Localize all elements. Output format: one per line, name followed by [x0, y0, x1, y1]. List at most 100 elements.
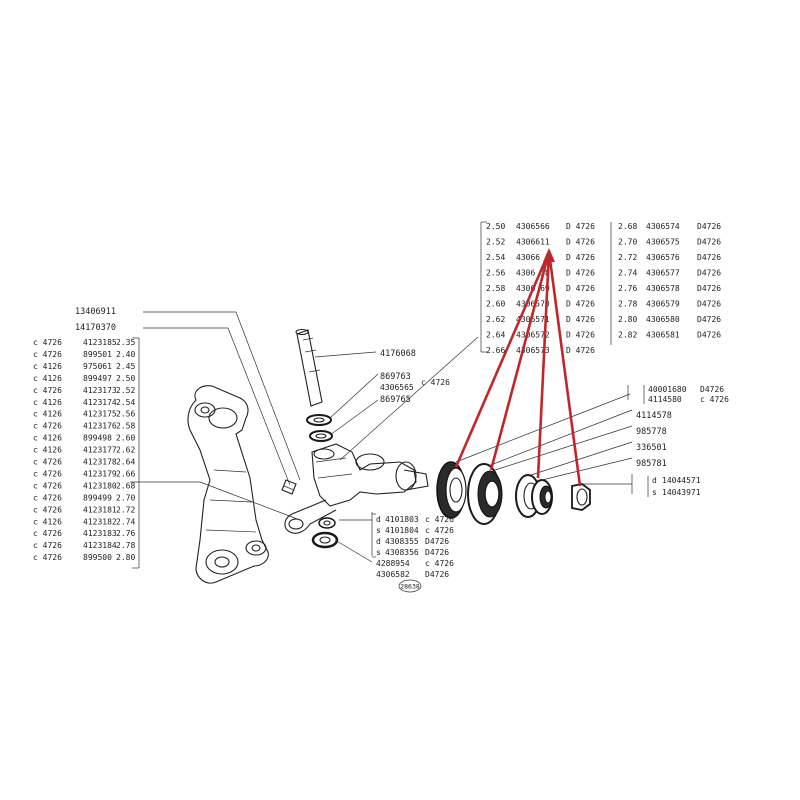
top-table-code: D 4726	[566, 284, 595, 293]
top-table-part: 4306574	[646, 222, 680, 231]
top-table-code: D4726	[697, 331, 721, 340]
top-table-size: 2.56	[486, 269, 505, 278]
top-table-code: D 4726	[566, 300, 595, 309]
label-985778: 985778	[636, 427, 667, 437]
drawing-number-stamp: 28638	[398, 579, 422, 593]
label-4101804-code: c 4726	[425, 526, 454, 535]
left-table-part: 4123182	[83, 517, 117, 526]
top-table-part: 4306579	[646, 300, 680, 309]
top-table-code: D4726	[697, 269, 721, 278]
label-4176068: 4176068	[380, 349, 416, 359]
left-table-part: 4123175	[83, 410, 117, 419]
label-4308356-code: D4726	[425, 548, 449, 557]
axle-beam-end	[187, 385, 269, 584]
top-table-code: D4726	[697, 253, 721, 262]
label-4114578: 4114578	[636, 411, 672, 421]
left-table-size: 2.40	[116, 350, 135, 359]
label-4308356: 4308356	[385, 548, 419, 557]
top-table-size: 2.82	[618, 331, 637, 340]
outer-bearing	[531, 479, 553, 515]
left-table-code: c 4726	[33, 529, 62, 538]
top-table-part: 4306580	[646, 315, 680, 324]
label-4288954-code: c 4726	[425, 559, 454, 568]
label-4308355: 4308355	[385, 537, 419, 546]
top-table-size: 2.64	[486, 331, 505, 340]
label-985781: 985781	[636, 459, 667, 469]
label-40001680: 40001680	[648, 385, 687, 394]
left-table-size: 2.76	[116, 529, 135, 538]
label-4306582-code: D4726	[425, 570, 449, 579]
top-table-code: D4726	[697, 284, 721, 293]
left-table-size: 2.45	[116, 362, 135, 371]
label-b3-letter: d	[376, 537, 381, 546]
label-869763-code: c 4726	[421, 378, 450, 387]
label-4308355-code: D4726	[425, 537, 449, 546]
left-table-part: 4123177	[83, 446, 117, 455]
top-table-size: 2.80	[618, 315, 637, 324]
left-table-size: 2.60	[116, 434, 135, 443]
top-table-code: D 4726	[566, 222, 595, 231]
top-table-part: 4306573	[516, 346, 550, 355]
top-table-code: D 4726	[566, 253, 595, 262]
left-table-size: 2.56	[116, 410, 135, 419]
seal-washer	[311, 531, 339, 549]
hub-nut	[571, 483, 591, 511]
left-table-size: 2.80	[116, 553, 135, 562]
left-table-part: 899498	[83, 434, 112, 443]
left-table-code: c 4726	[33, 458, 62, 467]
top-table-size: 2.74	[618, 269, 637, 278]
thrust-washer-lower	[309, 430, 333, 442]
steering-knuckle	[284, 443, 429, 534]
left-table-code: c 4726	[33, 505, 62, 514]
left-table-code: c 4726	[33, 493, 62, 502]
label-869763: 869763	[380, 372, 411, 382]
label-4114580: 4114580	[648, 395, 682, 404]
left-table-code: c 4126	[33, 362, 62, 371]
left-table-part: 899499	[83, 493, 112, 502]
top-table-part: 4306 58	[516, 269, 550, 278]
left-table-part: 975061	[83, 362, 112, 371]
left-table-code: c 4126	[33, 434, 62, 443]
top-table-part: 4306575	[646, 238, 680, 247]
top-table-code: D4726	[697, 238, 721, 247]
left-table-size: 2.35	[116, 338, 135, 347]
top-table-part: 43066 1	[516, 253, 550, 262]
left-table-code: c 4126	[33, 410, 62, 419]
left-table-code: c 4726	[33, 481, 62, 490]
top-table-code: D4726	[697, 222, 721, 231]
left-table-code: c 4726	[33, 553, 62, 562]
small-nut	[318, 517, 336, 529]
left-table-size: 2.50	[116, 374, 135, 383]
left-table-part: 4123185	[83, 338, 117, 347]
left-table-code: c 4126	[33, 446, 62, 455]
left-table-part: 4123181	[83, 505, 117, 514]
left-table-code: c 4126	[33, 517, 62, 526]
left-table-code: c 4726	[33, 422, 62, 431]
kingpin	[295, 328, 323, 407]
callout-arrowhead	[543, 248, 555, 262]
top-table-size: 2.76	[618, 284, 637, 293]
label-14044571: 14044571	[662, 476, 701, 485]
left-table-part: 4123176	[83, 422, 117, 431]
top-table-part: 4306576	[646, 253, 680, 262]
label-4101804: 4101804	[385, 526, 419, 535]
label-869765: 869765	[380, 395, 411, 405]
thrust-washer-upper	[306, 414, 332, 426]
label-b4-letter: s	[376, 548, 381, 557]
left-table-part: 4123183	[83, 529, 117, 538]
left-table-code: c 4726	[33, 469, 62, 478]
left-table-code: c 4726	[33, 338, 62, 347]
left-table-part: 899497	[83, 374, 112, 383]
label-4306565: 4306565	[380, 383, 414, 392]
leader-lines	[130, 311, 633, 563]
label-nut-d-letter: d	[652, 476, 657, 485]
top-table-code: D4726	[697, 300, 721, 309]
top-table-part: 4306578	[646, 284, 680, 293]
top-table-size: 2.68	[618, 222, 637, 231]
label-4101803-code: c 4726	[425, 515, 454, 524]
label-14170370: 14170370	[75, 323, 116, 333]
